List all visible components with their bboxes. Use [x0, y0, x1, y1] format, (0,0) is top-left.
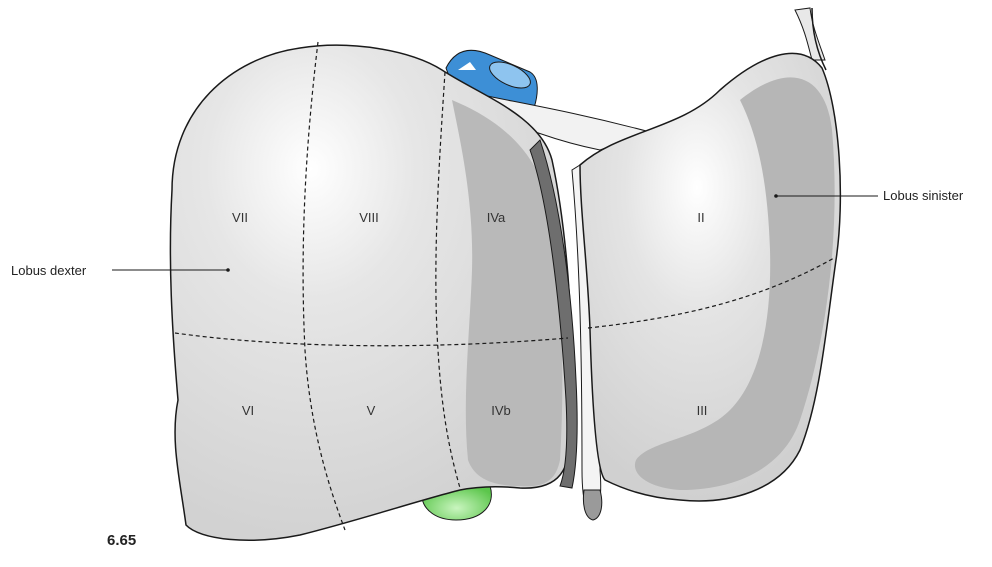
segment-ivb-label: IVb: [491, 403, 511, 418]
segment-viii-label: VIII: [359, 210, 379, 225]
segment-v-label: V: [367, 403, 376, 418]
figure-number: 6.65: [107, 532, 136, 549]
segment-vi-label: VI: [242, 403, 254, 418]
label-lobus-dexter: Lobus dexter: [11, 263, 87, 278]
segment-ii-label: II: [697, 210, 704, 225]
segment-iii-label: III: [697, 403, 708, 418]
segment-iva-label: IVa: [487, 210, 506, 225]
round-ligament-end: [583, 490, 601, 520]
label-lobus-sinister: Lobus sinister: [883, 188, 964, 203]
segment-vii-label: VII: [232, 210, 248, 225]
